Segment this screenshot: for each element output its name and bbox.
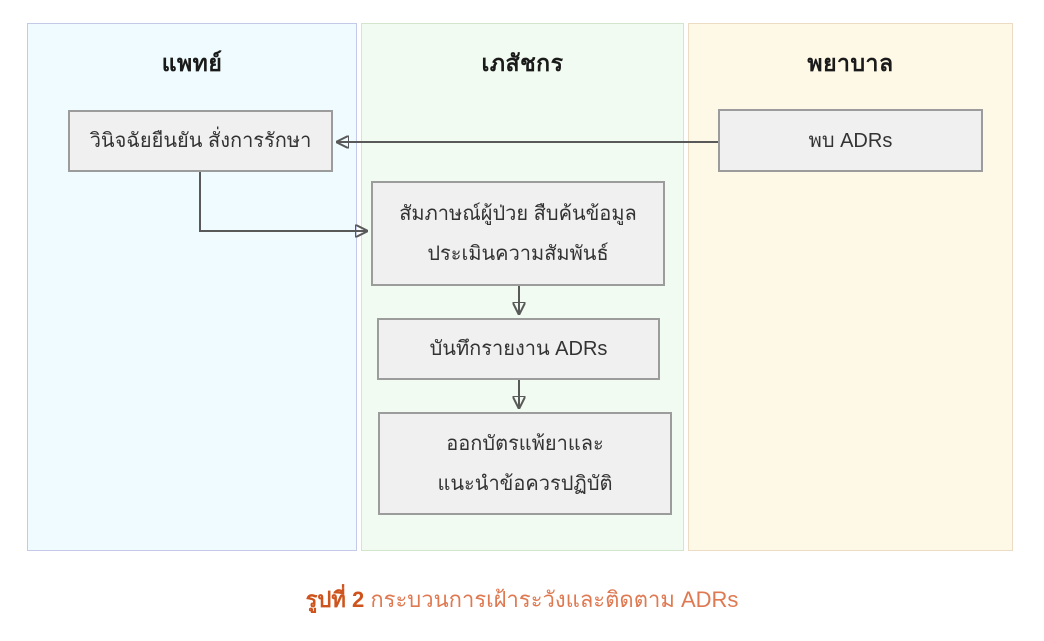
node-pharmacist-record-adrs: บันทึกรายงาน ADRs bbox=[377, 318, 660, 380]
lane-nurse: พยาบาล bbox=[688, 23, 1013, 551]
lane-doctor-title: แพทย์ bbox=[161, 50, 223, 76]
figure-caption-text: กระบวนการเฝ้าระวังและติดตาม ADRs bbox=[364, 587, 739, 612]
figure-caption: รูปที่ 2 กระบวนการเฝ้าระวังและติดตาม ADR… bbox=[0, 582, 1044, 617]
lane-doctor: แพทย์ bbox=[27, 23, 357, 551]
node-pharmacist-allergy-card: ออกบัตรแพ้ยาและ แนะนำข้อควรปฏิบัติ bbox=[378, 412, 672, 515]
node-pharmacist-interview-assess: สัมภาษณ์ผู้ป่วย สืบค้นข้อมูล ประเมินความ… bbox=[371, 181, 665, 286]
node-doctor-diagnose: วินิจฉัยยืนยัน สั่งการรักษา bbox=[68, 110, 333, 172]
lane-pharmacist-title: เภสัชกร bbox=[481, 50, 564, 76]
lane-nurse-title: พยาบาล bbox=[807, 50, 894, 76]
figure-caption-label: รูปที่ 2 bbox=[305, 587, 365, 612]
node-nurse-found-adrs: พบ ADRs bbox=[718, 109, 983, 172]
